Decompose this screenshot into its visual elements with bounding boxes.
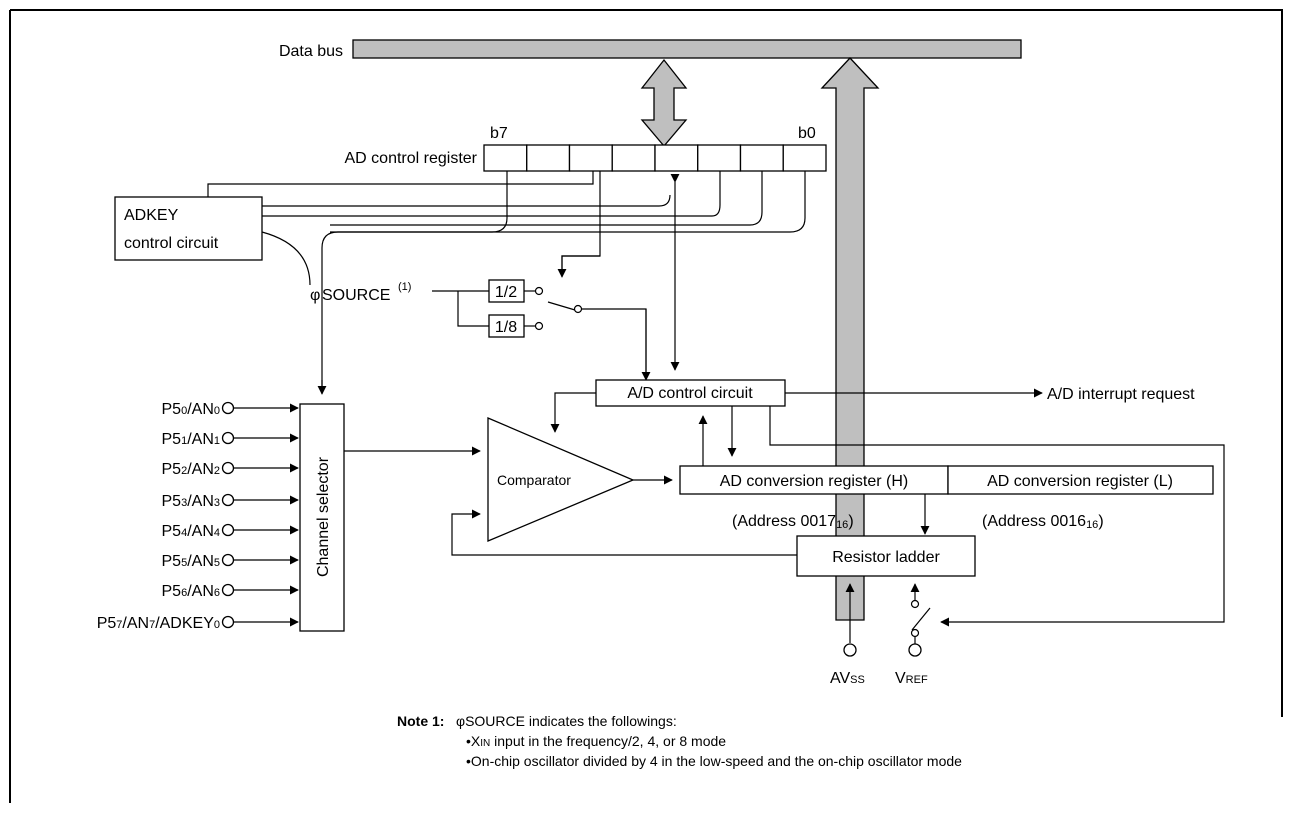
pin-terminal (221, 523, 235, 537)
register-to-adkey-wires (207, 171, 806, 393)
register-bit-cell (654, 144, 699, 172)
register-bit-cell (697, 144, 742, 172)
ad-control-register (483, 144, 827, 172)
pin-row: P52/AN2 (162, 461, 299, 478)
vref-switch-top (910, 599, 920, 609)
channel-selector-box (299, 403, 345, 632)
analog-input-pins: P50/AN0P51/AN1P52/AN2P53/AN3P54/AN4P55/A… (97, 401, 299, 632)
ad-conversion-register-l-box (947, 465, 1214, 495)
note-line3: •On-chip oscillator divided by 4 in the … (466, 753, 962, 769)
avss-label: AVSS (830, 670, 865, 687)
vref-terminal (908, 643, 922, 657)
register-bit-cell (568, 144, 613, 172)
pin-terminal (221, 583, 235, 597)
switch-terminal-1-8 (534, 321, 544, 331)
register-bit-cell (611, 144, 656, 172)
adkey-label-line2: control circuit (124, 235, 219, 252)
register-bit-cell (526, 144, 571, 172)
channel-selector-label: Channel selector (315, 456, 332, 577)
source-note-ref: (1) (398, 281, 411, 293)
pin-label: P52/AN2 (162, 461, 221, 478)
pin-terminal (221, 493, 235, 507)
bit-b0-label: b0 (798, 125, 816, 142)
note-line2: •XIN input in the frequency/2, 4, or 8 m… (466, 733, 726, 749)
pin-label: P54/AN4 (162, 523, 221, 540)
vref-switch-blade (911, 607, 931, 631)
ladder-feedback-wire (451, 509, 797, 556)
pin-label: P51/AN1 (162, 431, 221, 448)
pin-row: P56/AN6 (162, 583, 299, 600)
resistor-ladder-label: Resistor ladder (832, 549, 940, 566)
pin-row: P51/AN1 (162, 431, 299, 448)
clock-select-arrow (557, 171, 601, 278)
vref-label: VREF (895, 670, 928, 687)
source-phi: φ (310, 287, 320, 304)
pin-terminal (221, 431, 235, 445)
pin-terminal (221, 615, 235, 629)
address-h-label: (Address 001716) (732, 513, 854, 531)
avss-terminal (843, 643, 857, 657)
source-label: SOURCE (322, 287, 390, 304)
pin-row: P50/AN0 (162, 401, 299, 418)
pin-row: P55/AN5 (162, 553, 299, 570)
ad-conversion-register-h-box (679, 465, 949, 495)
switch-pivot (573, 304, 583, 314)
ad-control-circuit-label: A/D control circuit (627, 385, 753, 402)
pin-terminal (221, 553, 235, 567)
pin-row: P54/AN4 (162, 523, 299, 540)
divider-1-2-box (488, 279, 525, 303)
control-to-comparator-wire (550, 392, 596, 433)
ad-conversion-register-h-label: AD conversion register (H) (720, 473, 909, 490)
pin-label: P50/AN0 (162, 401, 221, 418)
resistor-ladder-box (796, 535, 976, 577)
register-bit-cell (483, 144, 528, 172)
data-bus-label: Data bus (279, 43, 343, 60)
register-bit-cell (739, 144, 784, 172)
pin-label: P55/AN5 (162, 553, 221, 570)
adkey-control-circuit-box (114, 196, 263, 261)
pin-terminal (221, 401, 235, 415)
ad-interrupt-request-label: A/D interrupt request (1047, 386, 1195, 403)
note-line1: φSOURCE indicates the followings: (456, 713, 677, 729)
adkey-label-line1: ADKEY (124, 207, 179, 224)
pin-label: P57/AN7/ADKEY0 (97, 615, 220, 632)
bus-double-arrow (640, 58, 688, 148)
switch-terminal-1-2 (534, 286, 544, 296)
pin-row: P53/AN3 (162, 493, 299, 510)
comparator-label: Comparator (497, 472, 571, 488)
vref-switch-bottom (910, 628, 920, 638)
comparator-triangle (487, 417, 635, 542)
address-l-label: (Address 001616) (982, 513, 1104, 531)
source-wires (432, 255, 647, 378)
frame-border (9, 9, 1283, 803)
data-bus-bar (352, 39, 1022, 59)
ad-control-register-label: AD control register (345, 150, 478, 167)
divider-1-8-label: 1/8 (495, 319, 517, 336)
pin-label: P56/AN6 (162, 583, 221, 600)
pin-row: P57/AN7/ADKEY0 (97, 615, 299, 632)
pin-label: P53/AN3 (162, 493, 221, 510)
divider-1-2-label: 1/2 (495, 284, 517, 301)
bit-b7-label: b7 (490, 125, 508, 142)
divider-1-8-box (488, 314, 525, 338)
note-title: Note 1: (397, 713, 444, 729)
ad-control-circuit-box (595, 379, 786, 407)
pin-terminal (221, 461, 235, 475)
control-to-vref-switch-wire (769, 406, 1225, 627)
ad-conversion-register-l-label: AD conversion register (L) (987, 473, 1173, 490)
register-bit-cell (782, 144, 827, 172)
